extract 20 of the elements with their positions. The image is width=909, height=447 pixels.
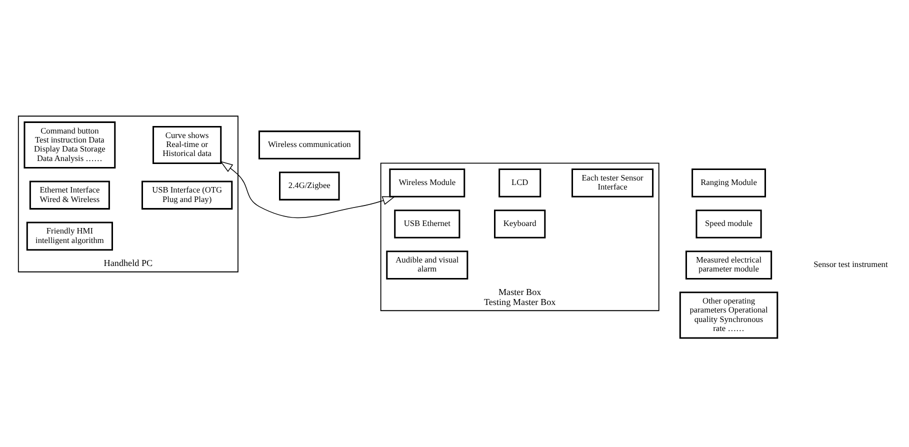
node-box: Each tester Sensor Interface bbox=[572, 168, 654, 197]
label: Sensor test instrument bbox=[814, 260, 888, 269]
node-box: Measured electrical parameter module bbox=[685, 250, 772, 279]
node-box: Audible and visual alarm bbox=[386, 250, 468, 279]
node-label: Testing Master Box bbox=[484, 296, 556, 306]
node-box: Other operating parameters Operational quality Synchronous rate …… bbox=[679, 291, 778, 338]
node-box: Ethernet Interface Wired & Wireless bbox=[29, 180, 110, 210]
node-box: USB Ethernet bbox=[394, 209, 460, 238]
node-box: Speed module bbox=[696, 209, 762, 238]
node-box: Command button Test instruction Data Display Data Storage Data Analysis …… bbox=[24, 120, 116, 168]
node-box: Keyboard bbox=[494, 209, 546, 238]
node-box: 2.4G/Zigbee bbox=[279, 171, 340, 200]
node-box: Curve shows Real-time or Historical data bbox=[152, 126, 222, 164]
node-box: LCD bbox=[498, 168, 542, 197]
node-box: Wireless communication bbox=[258, 130, 360, 159]
node-box: Wireless Module bbox=[389, 168, 466, 197]
node-box: Ranging Module bbox=[692, 168, 766, 197]
node-box: Friendly HMI intelligent algorithm bbox=[26, 221, 113, 250]
arrow bbox=[220, 160, 396, 218]
node-box: USB Interface (OTG Plug and Play) bbox=[141, 180, 233, 210]
